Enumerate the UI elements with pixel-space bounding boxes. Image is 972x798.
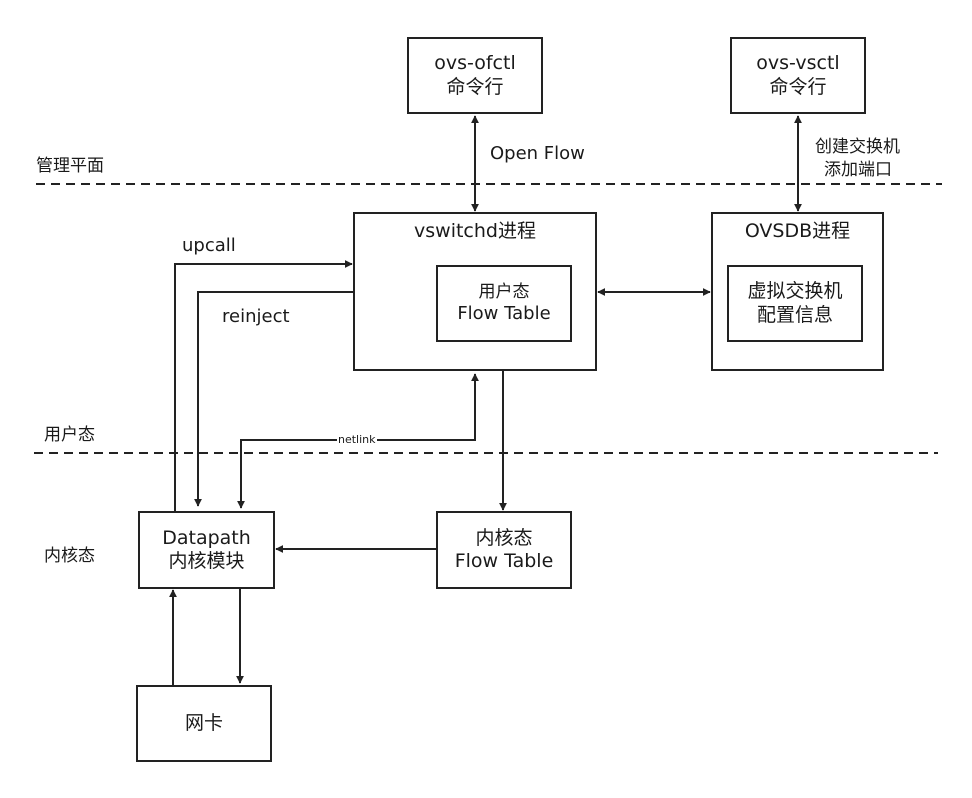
vsctl-action-label-2: 添加端口 <box>824 160 892 180</box>
user-flow-table-label-2: Flow Table <box>457 302 551 324</box>
ovs-vsctl-box: ovs-vsctl 命令行 <box>730 37 866 114</box>
reinject-label: reinject <box>222 306 290 327</box>
ovs-vsctl-name: ovs-vsctl <box>756 52 840 75</box>
ovs-vsctl-subtitle: 命令行 <box>769 75 827 98</box>
vswitch-config-label-1: 虚拟交换机 <box>747 280 843 303</box>
management-plane-label: 管理平面 <box>36 156 104 176</box>
user-flow-table-label-1: 用户态 <box>478 282 530 303</box>
ovs-ofctl-subtitle: 命令行 <box>446 75 504 98</box>
datapath-subtitle: 内核模块 <box>168 550 245 572</box>
vswitchd-title: vswitchd进程 <box>414 220 536 242</box>
netlink-label: netlink <box>337 433 377 446</box>
datapath-name: Datapath <box>162 526 251 549</box>
vswitch-config-label-2: 配置信息 <box>756 303 833 326</box>
vswitch-config-box: 虚拟交换机 配置信息 <box>727 265 863 342</box>
vsctl-action-label-1: 创建交换机 <box>815 137 900 157</box>
user-space-label: 用户态 <box>44 425 95 445</box>
upcall-label: upcall <box>182 235 236 256</box>
kernel-flow-table-label-1: 内核态 <box>475 526 533 549</box>
kernel-flow-table-label-2: Flow Table <box>454 550 554 572</box>
kernel-space-label: 内核态 <box>44 546 95 566</box>
openflow-label: Open Flow <box>490 143 585 164</box>
ovsdb-title: OVSDB进程 <box>744 220 851 242</box>
ovs-ofctl-name: ovs-ofctl <box>434 52 516 75</box>
user-flow-table-box: 用户态 Flow Table <box>436 265 572 342</box>
ovs-ofctl-box: ovs-ofctl 命令行 <box>407 37 543 114</box>
nic-box: 网卡 <box>136 685 272 762</box>
nic-label: 网卡 <box>184 711 223 734</box>
kernel-flow-table-box: 内核态 Flow Table <box>436 511 572 589</box>
datapath-box: Datapath 内核模块 <box>138 511 275 589</box>
reinject-arrow <box>194 291 353 507</box>
upcall-arrow <box>174 260 353 511</box>
